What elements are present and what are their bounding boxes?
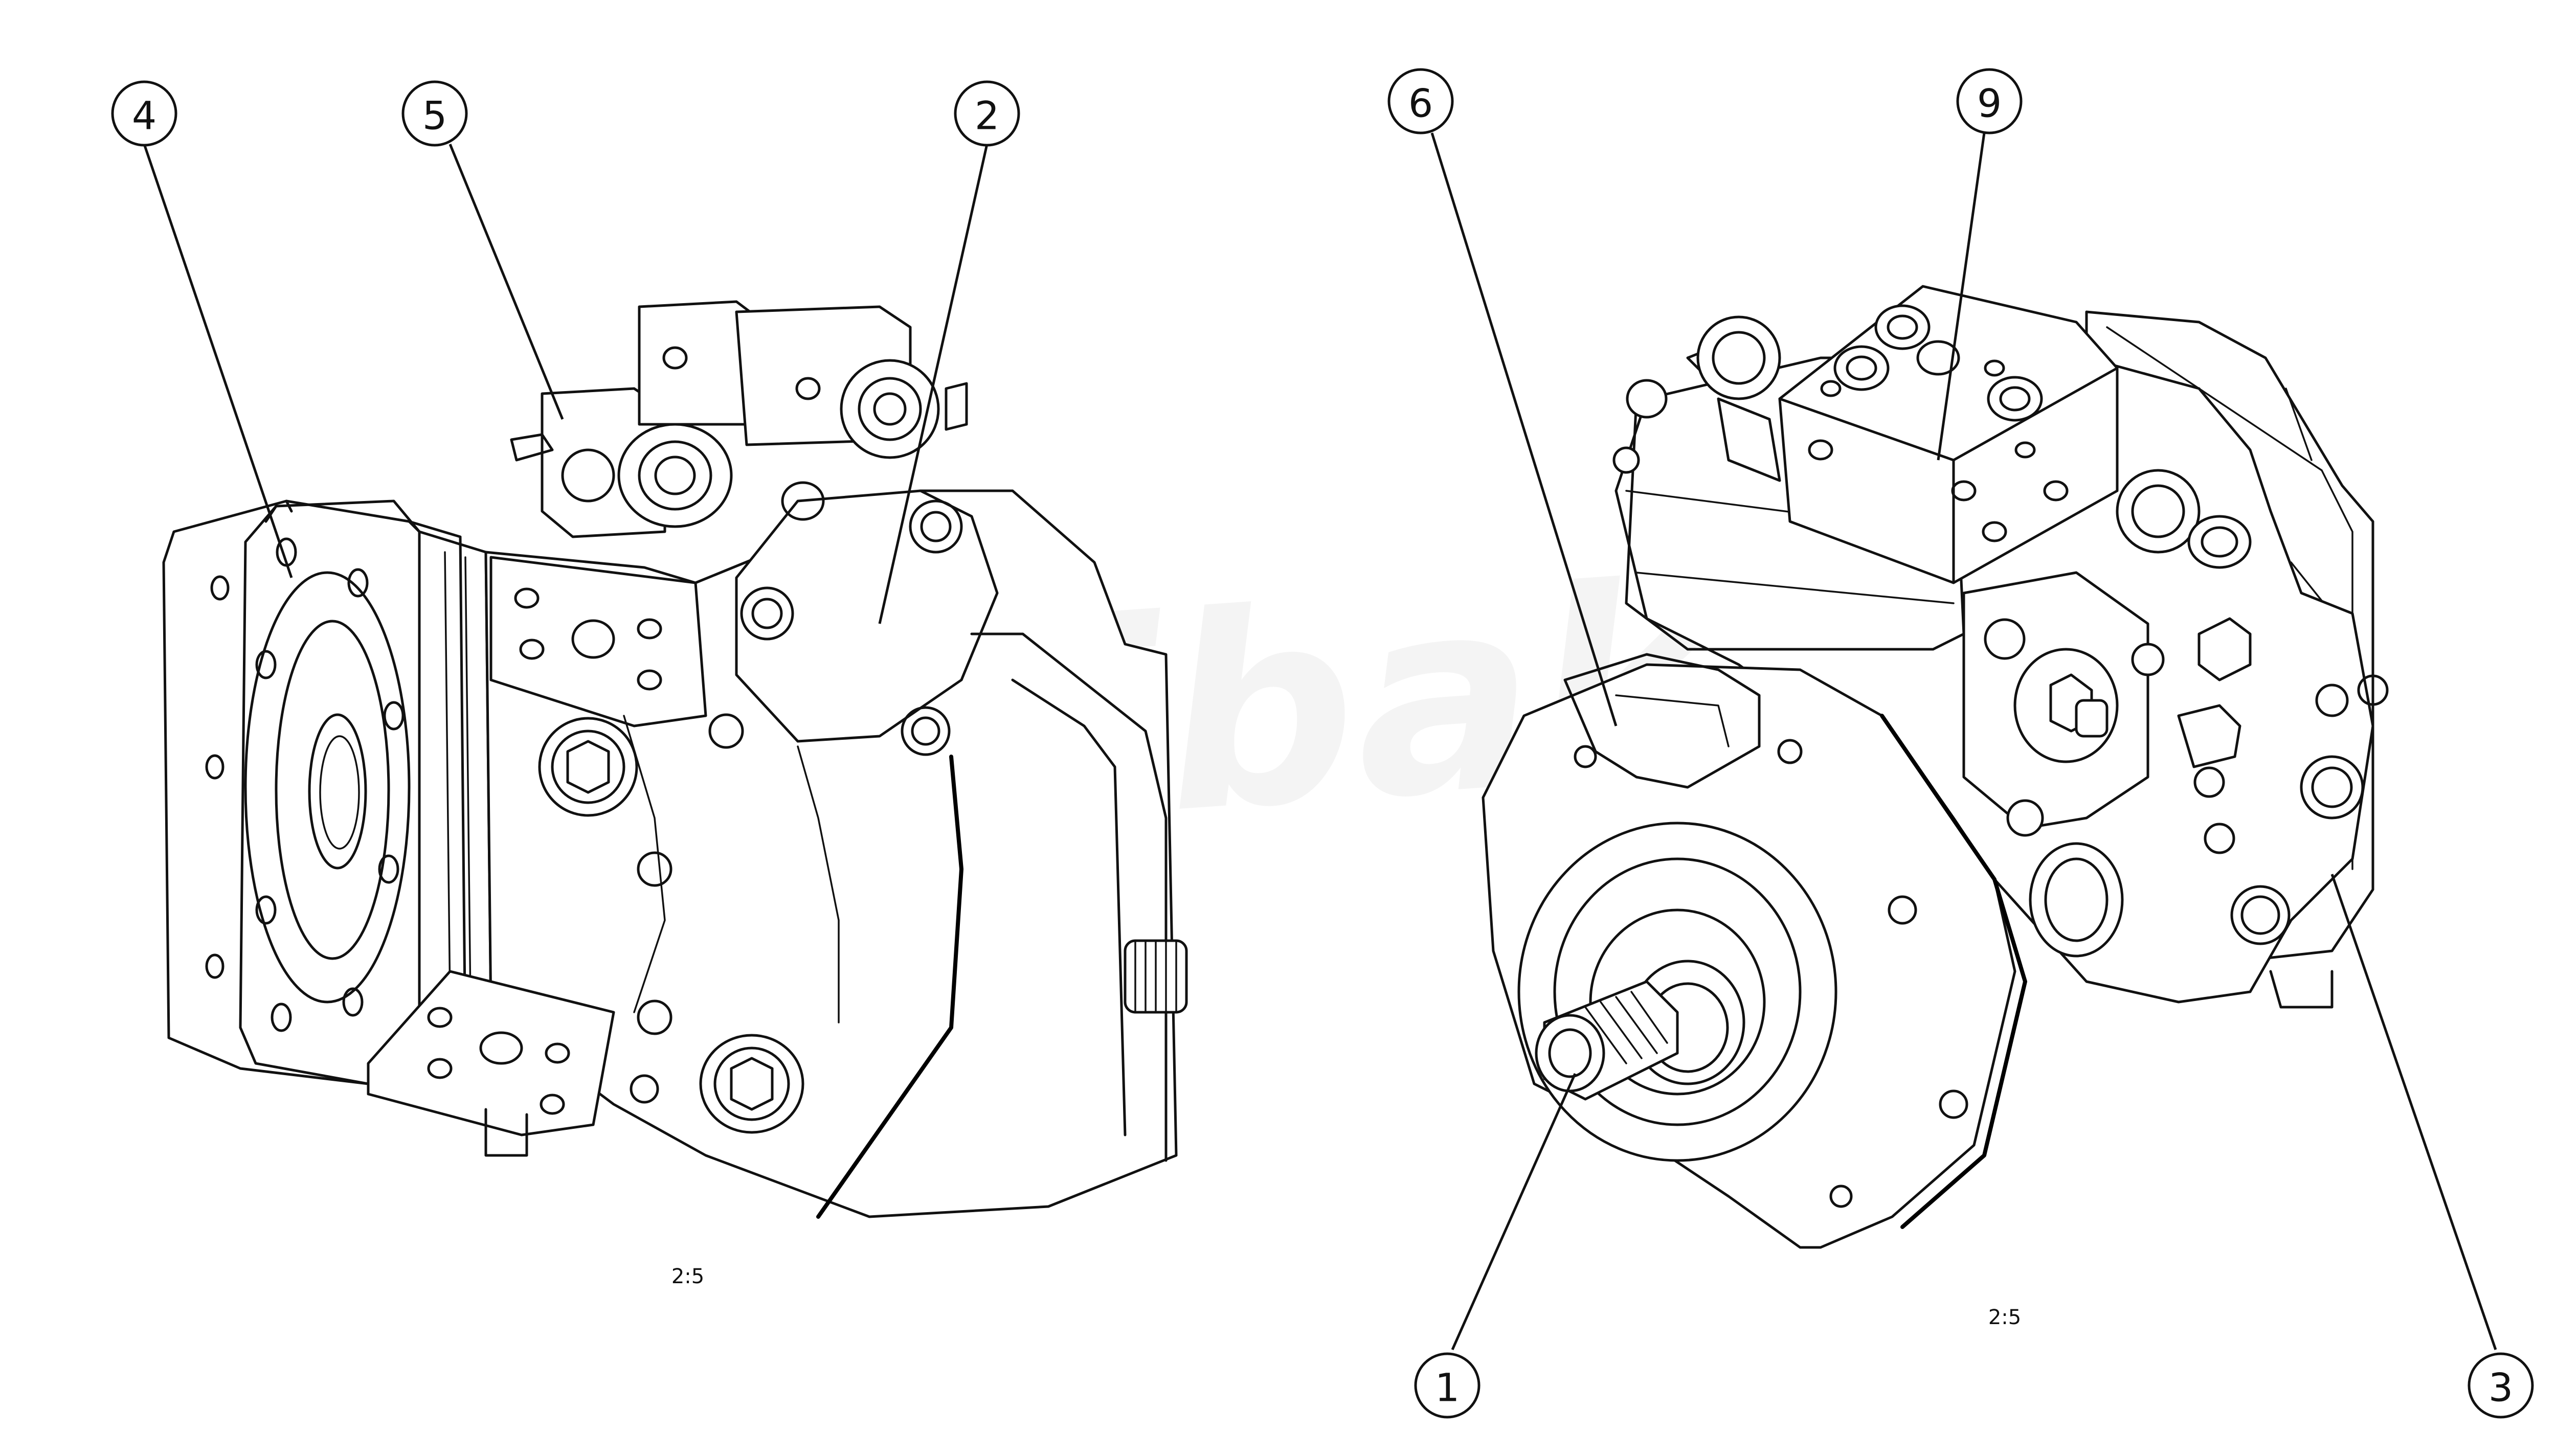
front-flange <box>1517 822 1837 1162</box>
right-pump-view: 6 9 1 3 2:5 <box>1387 68 2534 1419</box>
svg-text:3: 3 <box>2488 1365 2513 1410</box>
splined-shaft <box>1535 980 1679 1101</box>
end-flange <box>205 499 421 1085</box>
svg-text:9: 9 <box>1977 81 2002 126</box>
left-shaft-spline <box>1124 939 1188 1014</box>
balloon-9: 9 <box>1956 68 2023 134</box>
leader-2 <box>878 144 989 624</box>
balloon-4: 4 <box>111 80 177 147</box>
balloon-2: 2 <box>954 80 1020 147</box>
scale-label-left: 2:5 <box>671 1265 704 1288</box>
svg-text:6: 6 <box>1408 81 1433 126</box>
pump-housing <box>735 481 999 1023</box>
upper-mount-plate <box>489 556 707 727</box>
balloon-3: 3 <box>2468 1352 2534 1419</box>
balloon-5: 5 <box>401 80 468 147</box>
svg-text:2: 2 <box>975 93 999 139</box>
leader-3 <box>2330 874 2497 1350</box>
leader-1 <box>1451 1073 1577 1351</box>
left-pump-view: 4 5 2 2:5 <box>111 80 1188 1288</box>
svg-text:4: 4 <box>132 93 156 139</box>
port-plug-lower <box>699 1034 804 1134</box>
lower-mount-plate <box>367 970 615 1157</box>
leader-6 <box>1430 132 1618 726</box>
balloon-6: 6 <box>1387 68 1454 134</box>
leader-9 <box>1937 132 1986 461</box>
control-block <box>1778 285 2119 584</box>
balloon-1: 1 <box>1414 1352 1481 1419</box>
svg-text:5: 5 <box>422 93 447 139</box>
port-plug-upper <box>538 717 638 817</box>
leader-4 <box>143 144 293 578</box>
solenoid-valve <box>510 300 968 538</box>
leader-5 <box>448 144 564 420</box>
scale-label-right: 2:5 <box>1988 1306 2021 1329</box>
svg-text:1: 1 <box>1435 1365 1460 1410</box>
